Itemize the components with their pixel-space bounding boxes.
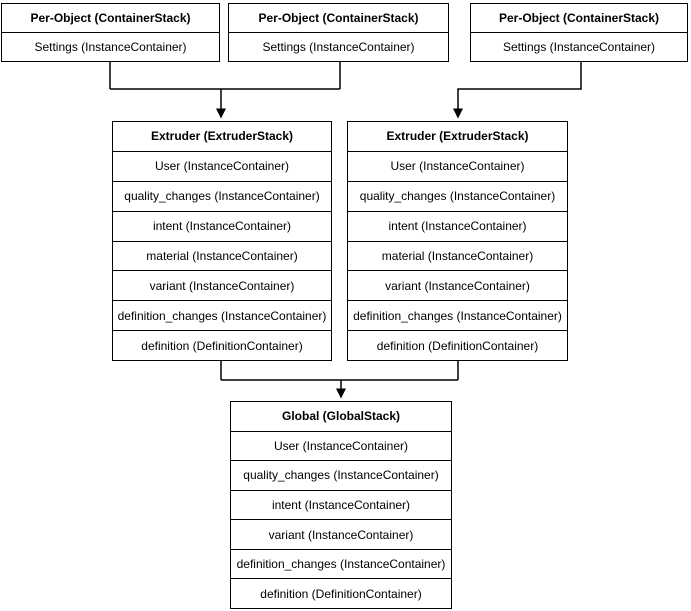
container-row: variant (InstanceContainer) — [231, 520, 451, 550]
edge-arrow-into-extruder-2 — [453, 62, 582, 119]
container-row: User (InstanceContainer) — [231, 432, 451, 462]
node-per-object-stack-1: Per-Object (ContainerStack) Settings (In… — [1, 3, 220, 62]
container-row: User (InstanceContainer) — [348, 152, 567, 182]
container-row: Settings (InstanceContainer) — [502, 40, 656, 54]
node-title: Per-Object (ContainerStack) — [471, 4, 687, 33]
container-row: quality_changes (InstanceContainer) — [348, 182, 567, 212]
container-row: Settings (InstanceContainer) — [262, 40, 415, 54]
container-row: variant (InstanceContainer) — [348, 271, 567, 302]
container-row: definition_changes (InstanceContainer) — [231, 550, 451, 580]
container-row: intent (InstanceContainer) — [231, 491, 451, 521]
container-row: intent (InstanceContainer) — [113, 212, 331, 242]
node-per-object-stack-3: Per-Object (ContainerStack) Settings (In… — [470, 3, 688, 62]
container-row: variant (InstanceContainer) — [113, 271, 331, 302]
container-row: intent (InstanceContainer) — [348, 212, 567, 242]
container-row: definition (DefinitionContainer) — [376, 338, 539, 353]
container-row: quality_changes (InstanceContainer) — [113, 182, 331, 212]
container-row: quality_changes (InstanceContainer) — [231, 461, 451, 491]
container-row: definition (DefinitionContainer) — [260, 586, 422, 601]
container-row: definition (DefinitionContainer) — [141, 338, 303, 353]
node-extruder-stack-1: Extruder (ExtruderStack) User (InstanceC… — [112, 121, 332, 361]
node-per-object-stack-2: Per-Object (ContainerStack) Settings (In… — [228, 3, 449, 62]
container-row: Settings (InstanceContainer) — [34, 40, 187, 54]
node-title: Per-Object (ContainerStack) — [2, 4, 219, 33]
node-global-stack: Global (GlobalStack) User (InstanceConta… — [230, 401, 452, 609]
container-row: definition_changes (InstanceContainer) — [348, 301, 567, 332]
container-row: definition_changes (InstanceContainer) — [113, 301, 331, 332]
node-extruder-stack-2: Extruder (ExtruderStack) User (InstanceC… — [347, 121, 568, 361]
container-row: material (InstanceContainer) — [348, 242, 567, 272]
node-title: Per-Object (ContainerStack) — [229, 4, 448, 33]
container-row: User (InstanceContainer) — [113, 152, 331, 182]
node-title: Extruder (ExtruderStack) — [348, 122, 567, 152]
node-title: Global (GlobalStack) — [231, 402, 451, 432]
container-row: material (InstanceContainer) — [113, 242, 331, 272]
node-title: Extruder (ExtruderStack) — [113, 122, 331, 152]
